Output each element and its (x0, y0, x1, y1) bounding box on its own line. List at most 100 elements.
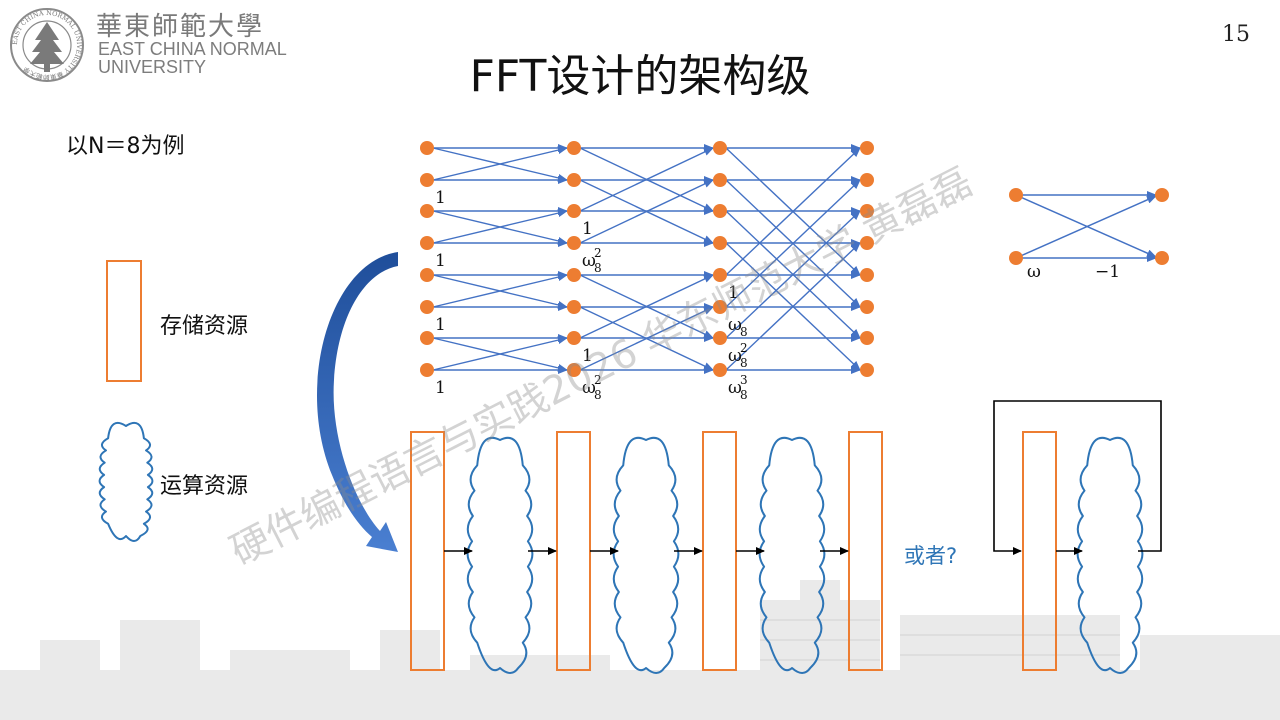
sfg-node (713, 363, 727, 377)
butterfly-label-omega: ω (1027, 262, 1041, 282)
butterfly-edge (579, 147, 714, 212)
curved-transform-arrow (316, 252, 398, 552)
sfg-node (567, 300, 581, 314)
svg-text:ω: ω (728, 378, 742, 398)
campus-background (0, 580, 1280, 720)
sfg-node (567, 173, 581, 187)
svg-text:8: 8 (740, 356, 748, 370)
sfg-node (713, 236, 727, 250)
butterfly-node (1155, 251, 1169, 265)
compute-cloud (758, 436, 826, 674)
legend-compute-icon (98, 422, 154, 542)
butterfly-node (1009, 251, 1023, 265)
page-number: 15 (1222, 22, 1250, 47)
sfg-node (567, 204, 581, 218)
butterfly-edge (432, 209, 568, 244)
svg-text:8: 8 (594, 261, 602, 275)
sfg-node (860, 331, 874, 345)
twiddle-label-one: 1 (582, 346, 593, 366)
sfg-node (420, 236, 434, 250)
legend-storage-label: 存储资源 (160, 314, 249, 339)
butterfly-edge (725, 179, 861, 308)
legend-compute-label: 运算资源 (160, 474, 249, 499)
sfg-node (420, 204, 434, 218)
sfg-node (420, 173, 434, 187)
university-name-en-line2: UNIVERSITY (98, 57, 207, 77)
storage-block (702, 431, 737, 671)
sfg-node (420, 363, 434, 377)
sfg-node (567, 268, 581, 282)
sfg-node (567, 141, 581, 155)
sfg-node (860, 268, 874, 282)
svg-text:2: 2 (594, 373, 602, 387)
legend-storage-icon (106, 260, 142, 382)
svg-text:ω: ω (582, 251, 596, 271)
butterfly-node (1155, 188, 1169, 202)
butterfly-unit: ω −1 (1009, 188, 1169, 282)
sfg-node (567, 331, 581, 345)
sfg-node (567, 363, 581, 377)
twiddle-label-omega: ω8 (728, 315, 748, 339)
storage-block (848, 431, 883, 671)
sfg-node (860, 141, 874, 155)
svg-text:2: 2 (594, 246, 602, 260)
butterfly-node (1009, 188, 1023, 202)
sfg-node (713, 141, 727, 155)
svg-text:2: 2 (740, 341, 748, 355)
pipeline-architecture (410, 431, 883, 674)
svg-text:1: 1 (582, 219, 593, 239)
twiddle-label-one: 1 (582, 219, 593, 239)
svg-text:3: 3 (740, 373, 748, 387)
sfg-node (860, 236, 874, 250)
butterfly-label-minus-one: −1 (1095, 262, 1120, 282)
sfg-node (713, 173, 727, 187)
twiddle-label-one: 1 (728, 283, 739, 303)
sfg-node (713, 300, 727, 314)
university-name-cn: 華東師範大學 (96, 12, 265, 42)
butterfly-edge (579, 306, 714, 371)
or-label: 或者? (904, 544, 958, 568)
butterfly-edge (432, 273, 568, 308)
university-seal-logo: EAST CHINA NORMAL UNIVERSITY 華東師範大學 (10, 8, 84, 82)
sfg-node (860, 363, 874, 377)
twiddle-label-omega: ω28 (582, 373, 602, 402)
university-name-en-line1: EAST CHINA NORMAL (98, 39, 287, 59)
twiddle-label-one: 1 (435, 315, 446, 335)
butterfly-edge (579, 179, 714, 244)
sfg-node (860, 300, 874, 314)
sfg-node (420, 331, 434, 345)
twiddle-label-one: 1 (435, 188, 446, 208)
butterfly-edge (1015, 194, 1157, 258)
svg-text:1: 1 (435, 315, 446, 335)
compute-cloud (1076, 436, 1144, 674)
butterfly-edge (725, 147, 861, 276)
storage-block (556, 431, 591, 671)
svg-text:1: 1 (728, 283, 739, 303)
svg-text:ω: ω (582, 378, 596, 398)
svg-text:ω: ω (728, 315, 742, 335)
svg-text:1: 1 (435, 251, 446, 271)
twiddle-label-omega: ω28 (728, 341, 748, 370)
twiddle-label-omega: ω38 (728, 373, 748, 402)
butterfly-edge (725, 210, 861, 339)
compute-cloud (466, 436, 534, 674)
butterfly-edge (725, 242, 861, 371)
sfg-node (420, 300, 434, 314)
sfg-node (713, 268, 727, 282)
sfg-node (713, 331, 727, 345)
svg-text:8: 8 (740, 325, 748, 339)
sfg-node (420, 268, 434, 282)
svg-text:1: 1 (582, 346, 593, 366)
svg-text:8: 8 (594, 388, 602, 402)
slide-title: FFT设计的架构级 (469, 51, 811, 102)
example-text: 以N＝8为例 (66, 134, 185, 159)
svg-text:8: 8 (740, 388, 748, 402)
butterfly-edge (432, 146, 568, 181)
storage-block (1022, 431, 1057, 671)
compute-cloud (612, 436, 680, 674)
sfg-node (860, 173, 874, 187)
butterfly-edge (432, 336, 568, 371)
svg-text:1: 1 (435, 188, 446, 208)
